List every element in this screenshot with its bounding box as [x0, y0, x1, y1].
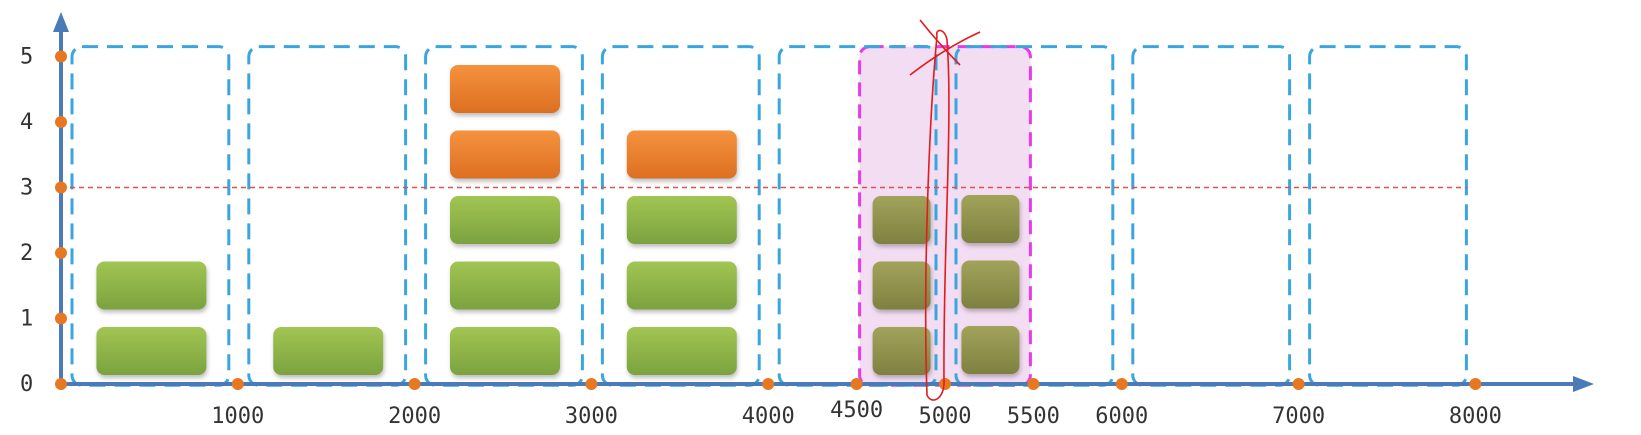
- y-tick-dot: [55, 312, 67, 325]
- x-tick-dot: [585, 378, 598, 390]
- y-tick-dot: [55, 50, 67, 63]
- y-tick-label: 4: [20, 110, 33, 135]
- y-tick-label: 3: [20, 176, 33, 201]
- y-tick-dot: [55, 378, 67, 390]
- green-block: [96, 327, 207, 375]
- green-block: [450, 196, 560, 244]
- orange-block: [450, 65, 560, 113]
- olive-block: [961, 326, 1020, 374]
- x-axis-arrow-icon: [1573, 376, 1594, 392]
- x-tick-dot: [1292, 378, 1305, 390]
- x-tick-label: 3000: [565, 404, 618, 429]
- x-tick-dot: [408, 378, 421, 390]
- y-tick-dot: [55, 247, 67, 259]
- x-tick-label: 6000: [1095, 404, 1148, 429]
- y-tick-label: 0: [20, 372, 33, 397]
- green-block: [96, 261, 207, 310]
- y-tick-dot: [55, 181, 67, 194]
- y-tick-label: 5: [20, 45, 33, 70]
- orange-block: [450, 130, 560, 179]
- annotation-vertical-loop: [924, 29, 950, 401]
- green-block: [626, 196, 737, 244]
- annotation-cross-stroke-1: [919, 19, 961, 66]
- x-tick-dot: [939, 378, 951, 390]
- green-block: [273, 327, 384, 375]
- x-tick-label: 4000: [742, 404, 795, 429]
- olive-block: [872, 327, 931, 375]
- bucket-box-6: [1131, 45, 1292, 387]
- olive-block: [872, 261, 931, 310]
- x-tick-label: 7000: [1272, 404, 1325, 429]
- x-tick-dot: [762, 378, 775, 390]
- y-tick-dot: [55, 116, 67, 128]
- x-tick-label: 8000: [1449, 404, 1502, 429]
- x-tick-dot: [1469, 378, 1482, 390]
- y-tick-label: 2: [20, 241, 33, 266]
- x-tick-dot: [1115, 378, 1128, 390]
- olive-block: [872, 196, 931, 244]
- olive-block: [961, 260, 1020, 309]
- annotation-cross-stroke-2: [909, 31, 981, 76]
- x-tick-label: 5500: [1007, 404, 1060, 429]
- bucket-box-7: [1308, 45, 1468, 387]
- green-block: [450, 261, 560, 310]
- y-tick-label: 1: [20, 307, 33, 332]
- y-axis-arrow-icon: [53, 12, 69, 32]
- green-block: [626, 261, 737, 310]
- x-tick-dot: [1027, 378, 1040, 390]
- orange-block: [626, 130, 737, 179]
- x-tick-label: 2000: [388, 404, 441, 429]
- x-tick-dot: [850, 378, 863, 390]
- olive-block: [961, 195, 1020, 243]
- x-tick-label: 4500: [830, 398, 883, 423]
- green-block: [626, 327, 737, 375]
- x-tick-label: 1000: [211, 404, 264, 429]
- x-tick-label: 5000: [919, 404, 972, 429]
- green-block: [450, 327, 560, 375]
- x-tick-dot: [231, 378, 244, 390]
